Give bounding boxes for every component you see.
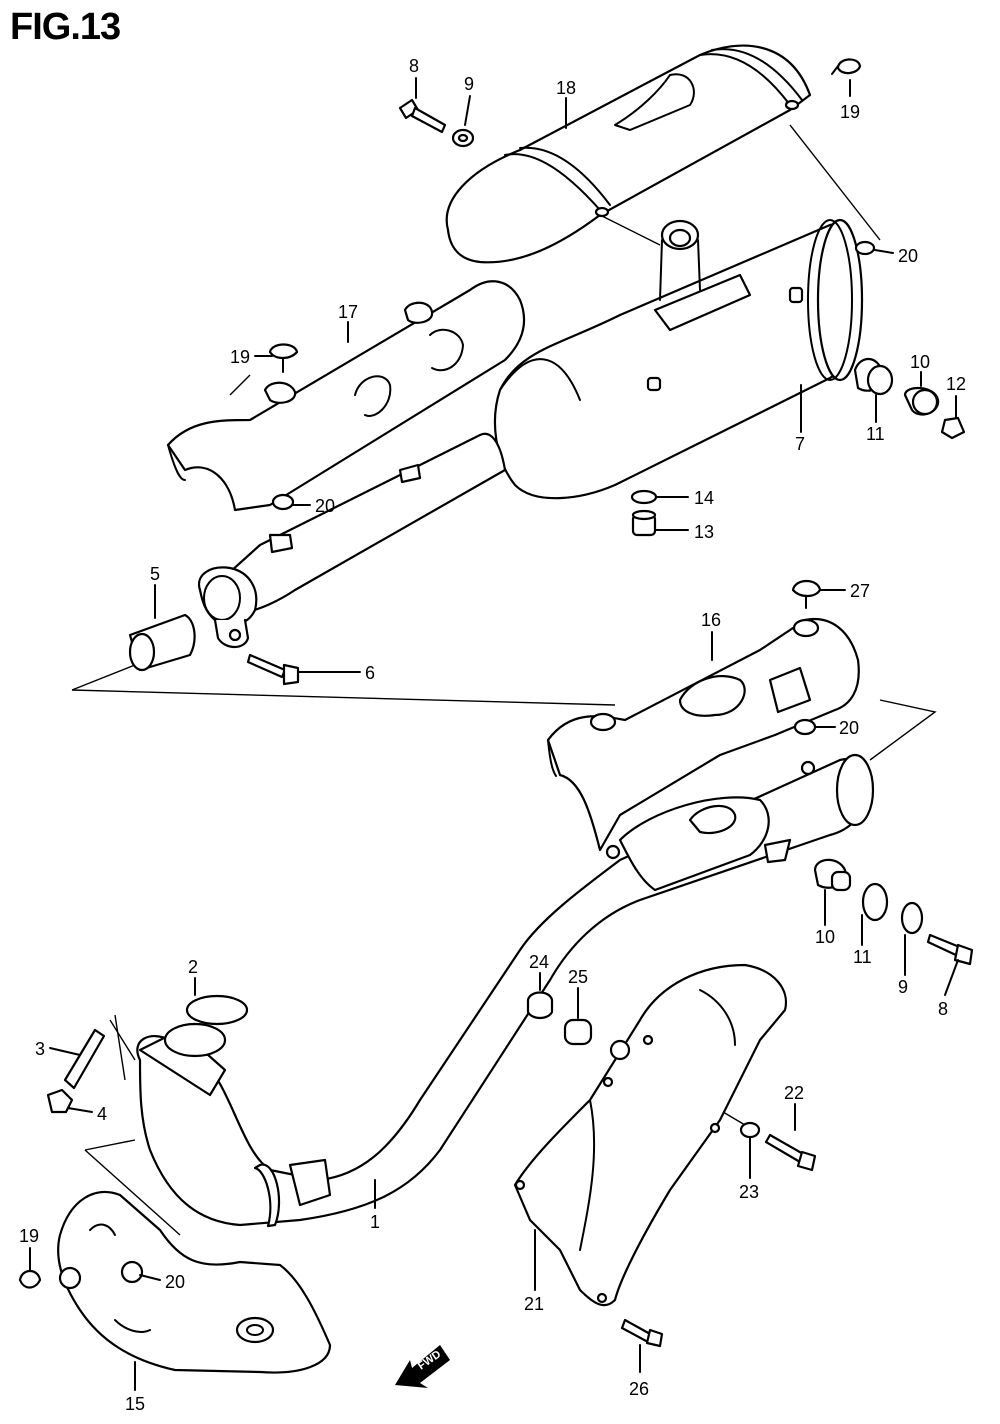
heat-shield-18 <box>445 44 812 264</box>
callout-6: 6 <box>365 663 375 683</box>
callout-16: 16 <box>701 610 721 630</box>
callout-5: 5 <box>150 564 160 584</box>
callout-26: 26 <box>629 1379 649 1399</box>
callout-10-bottom: 10 <box>815 927 835 947</box>
leader-lines <box>29 77 959 1391</box>
callout-19-top-right: 19 <box>840 102 860 122</box>
heat-shield-21 <box>513 963 788 1307</box>
forward-direction-arrow: FWD <box>395 1345 450 1388</box>
heat-shield-17 <box>166 280 525 512</box>
callout-12: 12 <box>946 374 966 394</box>
callout-20-bottom: 20 <box>165 1272 185 1292</box>
callout-25: 25 <box>568 967 588 987</box>
callout-14: 14 <box>694 488 714 508</box>
callout-20-left: 20 <box>315 496 335 516</box>
callout-10-top: 10 <box>910 352 930 372</box>
callout-17: 17 <box>338 302 358 322</box>
callout-9-top: 9 <box>464 74 474 94</box>
callout-3: 3 <box>35 1039 45 1059</box>
callout-21: 21 <box>524 1294 544 1314</box>
callout-19-bottom: 19 <box>19 1226 39 1246</box>
callout-15: 15 <box>125 1394 145 1414</box>
mid-pipe-17 <box>197 432 507 649</box>
callout-19-left: 19 <box>230 347 250 367</box>
callout-numbers: 8 9 18 19 20 17 19 20 10 12 11 7 14 13 5… <box>19 56 966 1414</box>
callout-8-top: 8 <box>409 56 419 76</box>
heat-shield-15 <box>57 1190 332 1374</box>
callout-2: 2 <box>188 957 198 977</box>
figure-title: FIG.13 <box>10 6 121 48</box>
callout-7: 7 <box>795 434 805 454</box>
callout-22: 22 <box>784 1083 804 1103</box>
muffler-7 <box>493 218 864 500</box>
callout-11-bottom: 11 <box>853 947 872 967</box>
callout-9-bottom: 9 <box>898 977 908 997</box>
callout-20-mid: 20 <box>839 718 859 738</box>
callout-13: 13 <box>694 522 714 542</box>
callout-24: 24 <box>529 952 549 972</box>
exhaust-pipe-1 <box>136 753 875 1228</box>
callout-23: 23 <box>739 1182 759 1202</box>
callout-1: 1 <box>370 1212 380 1232</box>
heat-shield-16 <box>546 617 860 852</box>
callout-27: 27 <box>850 581 870 601</box>
callout-11-top: 11 <box>866 424 885 444</box>
hardware <box>18 58 974 1348</box>
callout-4: 4 <box>97 1104 107 1124</box>
callout-8-bottom: 8 <box>938 999 948 1019</box>
callout-20-right: 20 <box>898 246 918 266</box>
callout-18: 18 <box>556 78 576 98</box>
